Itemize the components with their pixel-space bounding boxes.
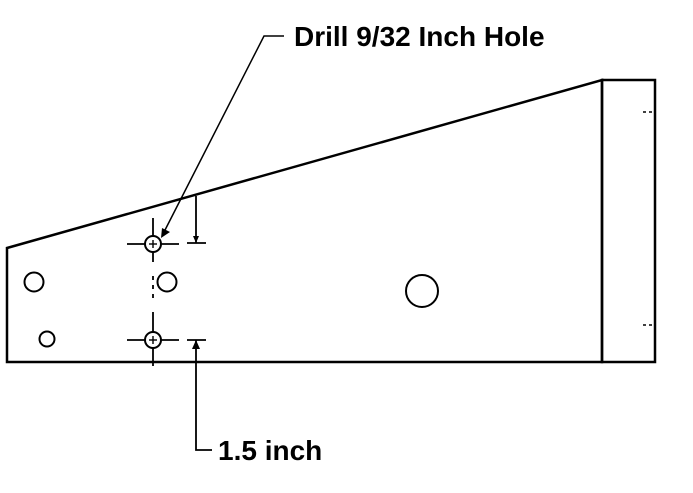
drill-hole-lower — [127, 331, 179, 349]
dimension-top-offset — [187, 196, 206, 244]
existing-hole-middle — [156, 271, 178, 293]
existing-hole-left-lower — [38, 330, 56, 348]
existing-hole-large — [405, 274, 439, 308]
end-flange — [600, 78, 657, 364]
existing-hole-left-upper — [23, 271, 45, 293]
dimension-label: 1.5 inch — [218, 435, 322, 466]
bracket-outline — [5, 78, 604, 364]
dimension-leader-bottom — [187, 339, 212, 451]
drill-note-label: Drill 9/32 Inch Hole — [294, 21, 545, 52]
drill-hole-upper — [127, 235, 179, 253]
drill-note-leader — [161, 35, 284, 238]
